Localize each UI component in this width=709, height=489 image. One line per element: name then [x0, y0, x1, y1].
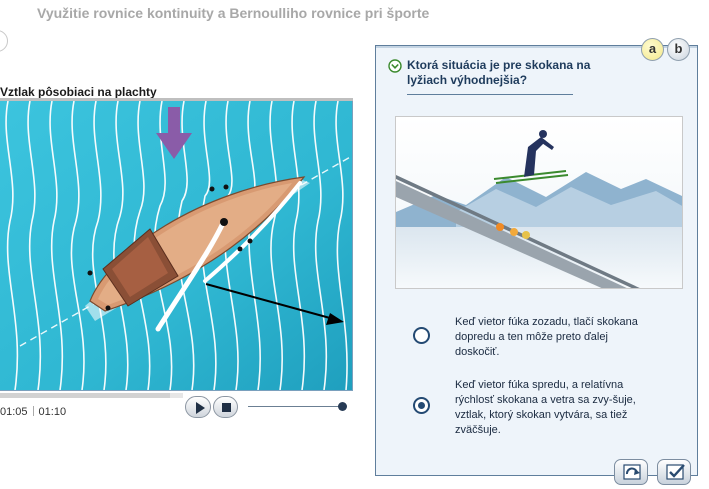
tab-a[interactable]: a	[641, 38, 664, 61]
lift-force-arrow	[205, 283, 331, 319]
time-display: 01:05 01:10	[0, 406, 66, 418]
reset-icon	[623, 464, 641, 480]
answer-b-text: Keď vietor fúka spredu, a relatívna rých…	[455, 379, 636, 436]
volume-slider-track[interactable]	[248, 406, 344, 407]
video-progress-fill	[0, 393, 171, 398]
volume-slider-handle[interactable]	[338, 402, 347, 411]
answer-b-radio[interactable]	[413, 397, 430, 414]
corner-decoration	[0, 30, 8, 52]
chevron-down-circle-icon	[388, 59, 402, 73]
check-button[interactable]	[657, 459, 691, 485]
question-text: Ktorá situácia je pre skokana na lyžiach…	[407, 58, 591, 87]
answer-a-radio[interactable]	[413, 327, 430, 344]
heading-divider	[0, 98, 353, 101]
time-separator	[32, 406, 34, 416]
lift-force-arrowhead	[326, 313, 344, 325]
boat-cabin-top	[112, 237, 168, 297]
video-progress-bar[interactable]	[0, 393, 183, 398]
ski-jumper-scene	[396, 117, 682, 288]
spectator	[522, 231, 530, 239]
ski-jumper-arm	[539, 137, 554, 150]
ski-jumper-body	[524, 137, 546, 177]
skis	[495, 174, 569, 184]
panel-top-rule	[376, 46, 697, 48]
mountains-front	[456, 187, 682, 237]
video-heading: Vztlak pôsobiaci na plachty	[0, 85, 157, 99]
wind-arrow-head	[156, 133, 192, 159]
sail-boat-animation	[0, 101, 352, 390]
play-icon	[196, 402, 205, 414]
wind-arrow-shaft	[168, 107, 180, 135]
spectator	[496, 223, 504, 231]
rigging-points	[87, 184, 253, 311]
play-button[interactable]	[185, 396, 211, 418]
reset-button[interactable]	[614, 459, 648, 485]
main-sail	[155, 218, 227, 332]
answer-a-text: Keď vietor fúka zozadu, tlačí skokana do…	[455, 316, 638, 358]
tab-b[interactable]: b	[667, 38, 690, 61]
question-divider	[407, 94, 573, 95]
video-player[interactable]	[0, 101, 353, 391]
stop-icon	[222, 403, 231, 412]
stop-button[interactable]	[213, 396, 238, 418]
radio-selected-dot	[418, 402, 425, 409]
ski-jumper-head	[539, 130, 547, 138]
current-time: 01:05	[0, 406, 28, 418]
ski-jump-illustration	[395, 116, 683, 289]
check-icon	[666, 464, 685, 480]
total-time: 01:10	[38, 406, 67, 418]
spectator	[510, 228, 518, 236]
jib-sail	[203, 181, 302, 283]
page-title: Využitie rovnice kontinuity a Bernoullih…	[37, 5, 430, 21]
